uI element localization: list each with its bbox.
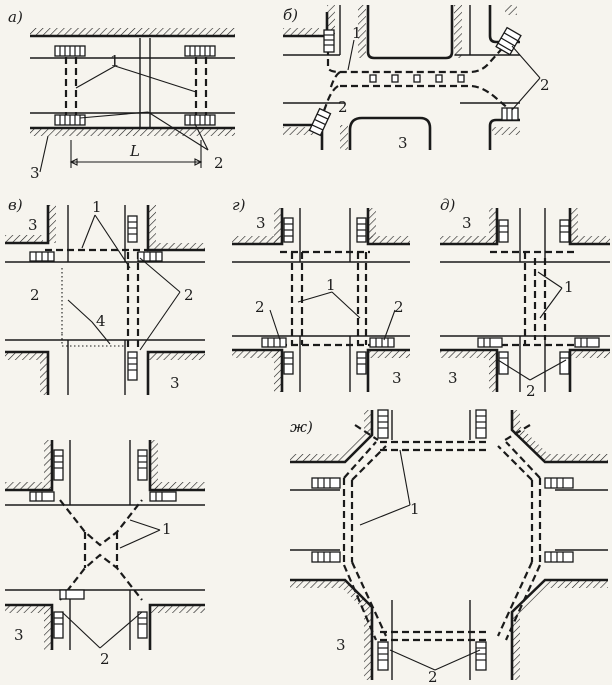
stair-entrance xyxy=(54,45,86,57)
stair-entrance xyxy=(369,337,395,348)
dimension-label: L xyxy=(129,142,140,160)
stair-entrance xyxy=(54,114,86,126)
panel-label: б) xyxy=(283,6,298,24)
underpass xyxy=(340,84,511,111)
stair-entrance xyxy=(137,251,163,262)
underpass xyxy=(328,71,341,91)
stair-entrance xyxy=(137,611,148,639)
callout-number: 3 xyxy=(30,164,40,182)
panel-label: в) xyxy=(8,196,23,214)
callout-number: 1 xyxy=(352,24,362,42)
stair-entrance xyxy=(377,409,389,439)
underpass xyxy=(194,57,208,115)
stair-entrance xyxy=(377,641,389,671)
callout-number: 3 xyxy=(256,214,266,232)
callout-number: 2 xyxy=(394,298,404,316)
stair-entrance xyxy=(475,641,487,671)
stair-entrance xyxy=(149,491,177,502)
stair-entrance xyxy=(495,26,522,56)
stair-entrance xyxy=(127,215,138,243)
panel-g: г) 3 1 2 2 3 xyxy=(232,196,410,392)
stair-entrance xyxy=(574,337,600,348)
underpass xyxy=(342,478,542,565)
stair-entrance xyxy=(475,409,487,439)
platform-markers xyxy=(369,74,465,83)
stair-entrance xyxy=(137,449,148,481)
stair-entrance xyxy=(127,351,138,381)
callout-number: 1 xyxy=(564,278,574,296)
panel-label: г) xyxy=(232,196,246,214)
underpass xyxy=(280,250,370,347)
underpass xyxy=(45,248,148,350)
callout-number: 3 xyxy=(392,369,402,387)
building-hatch xyxy=(30,28,235,36)
stair-entrance xyxy=(184,45,216,57)
callout-number: 1 xyxy=(110,52,120,70)
panel-e: 1 3 2 xyxy=(5,440,205,668)
callout-number: 2 xyxy=(526,382,536,400)
stair-entrance xyxy=(308,107,332,137)
underpass xyxy=(380,440,490,642)
underpass xyxy=(320,85,339,117)
callout-number: 3 xyxy=(336,636,346,654)
panel-zh: ж) 1 3 2 xyxy=(290,409,608,685)
panel-b: б) 1 2 2 3 xyxy=(283,5,550,152)
stair-entrance xyxy=(356,217,367,243)
callout-number: 2 xyxy=(214,154,224,172)
stair-entrance xyxy=(29,491,55,502)
stair-entrance xyxy=(501,107,519,121)
stair-entrance xyxy=(356,351,367,375)
callout-number: 1 xyxy=(410,500,420,518)
callout-number: 2 xyxy=(255,298,265,316)
callout-number: 4 xyxy=(96,312,106,330)
stair-entrance xyxy=(311,477,341,489)
panel-label: д) xyxy=(440,196,456,214)
underpass xyxy=(326,41,509,74)
callout-number: 1 xyxy=(92,198,102,216)
callout-number: 3 xyxy=(462,214,472,232)
callout-number: 3 xyxy=(28,216,38,234)
callout-number: 3 xyxy=(398,134,408,152)
stair-entrance xyxy=(477,337,503,348)
underpass xyxy=(64,57,78,115)
panel-label: а) xyxy=(8,8,23,26)
callout-number: 2 xyxy=(184,286,194,304)
callout-number: 2 xyxy=(338,98,348,116)
stair-entrance xyxy=(53,611,64,639)
callout-number: 2 xyxy=(30,286,40,304)
underpass xyxy=(342,561,542,641)
stair-entrance xyxy=(261,337,287,348)
stair-entrance xyxy=(29,251,55,262)
callout-number: 1 xyxy=(162,520,172,538)
stair-entrance xyxy=(559,219,570,243)
stair-entrance xyxy=(283,217,294,243)
underpass xyxy=(354,424,531,441)
stair-entrance xyxy=(498,219,509,243)
stair-entrance xyxy=(283,351,294,375)
callout-number: 2 xyxy=(100,650,110,668)
stair-entrance xyxy=(53,449,64,481)
stair-entrance xyxy=(59,589,85,600)
stair-entrance xyxy=(544,477,574,489)
stair-entrance xyxy=(184,114,216,126)
callout-number: 1 xyxy=(326,276,336,294)
callout-number: 3 xyxy=(170,374,180,392)
stair-entrance xyxy=(311,551,341,563)
panel-d: д) 3 1 3 2 xyxy=(440,196,610,400)
callout-number: 3 xyxy=(448,369,458,387)
callout-number: 2 xyxy=(540,76,550,94)
callout-number: 3 xyxy=(14,626,24,644)
stair-entrance xyxy=(544,551,574,563)
panel-label: ж) xyxy=(290,418,313,436)
underpass xyxy=(59,499,143,601)
stair-entrance xyxy=(323,29,335,53)
panel-v: в) 3 1 2 2 4 3 xyxy=(5,196,205,395)
callout-number: 2 xyxy=(428,668,438,685)
underpass xyxy=(343,441,541,481)
underpass xyxy=(490,250,575,347)
panel-a: а) 1 2 3 L xyxy=(8,8,235,182)
